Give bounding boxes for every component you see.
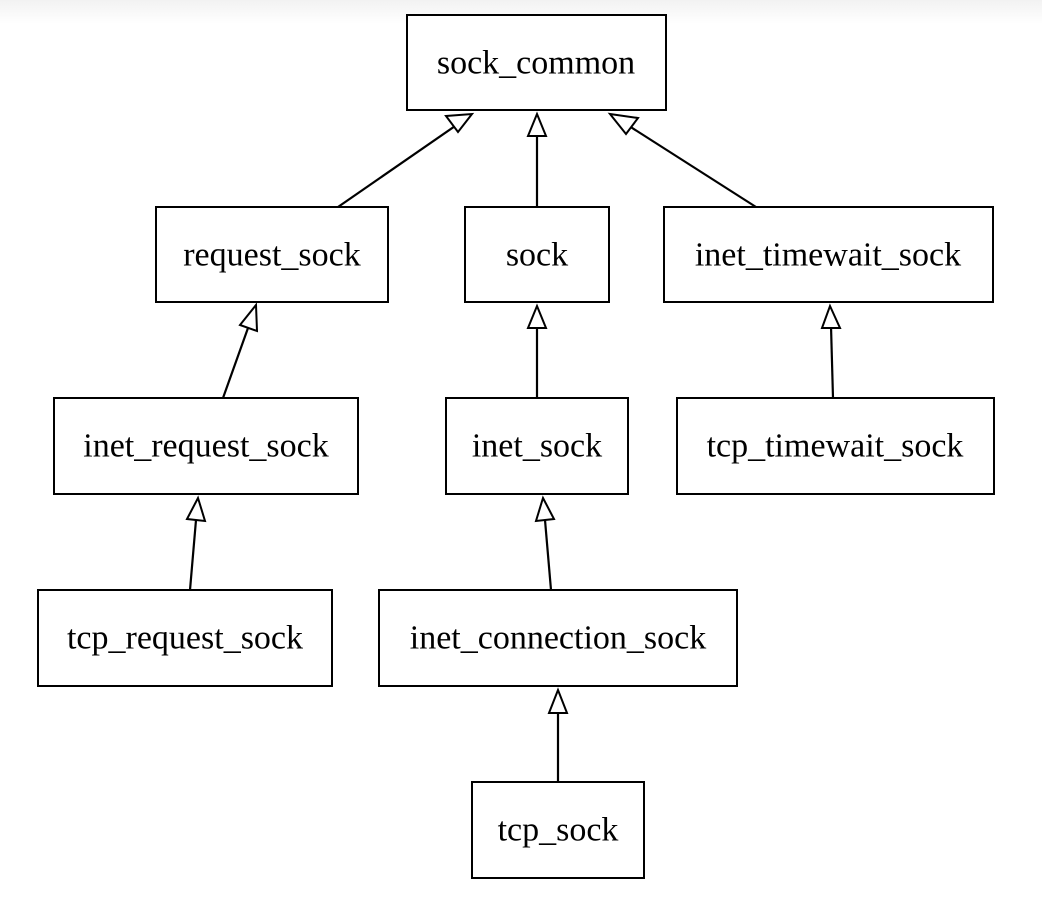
node-label: inet_connection_sock	[410, 620, 706, 657]
node-sock-common: sock_common	[406, 14, 667, 111]
node-inet-sock: inet_sock	[445, 397, 629, 495]
edge-line	[543, 519, 553, 591]
edge-tcp-request-sock-to-inet-request-sock	[185, 495, 207, 591]
edge-line	[829, 325, 835, 399]
node-box	[663, 206, 994, 303]
edge-line	[188, 519, 198, 591]
node-tcp-request-sock: tcp_request_sock	[37, 589, 333, 687]
node-sock: sock	[464, 206, 610, 303]
inheritance-arrow-icon	[526, 303, 548, 329]
node-label: tcp_timewait_sock	[707, 428, 964, 465]
node-label: tcp_sock	[498, 812, 619, 849]
edge-request-sock-to-sock-common	[337, 112, 475, 208]
node-box	[464, 206, 610, 303]
edge-inet-connection-sock-to-inet-sock	[534, 495, 556, 591]
inheritance-arrow-icon	[526, 111, 548, 137]
node-label: sock_common	[437, 45, 635, 82]
node-box	[53, 397, 359, 495]
node-box	[676, 397, 995, 495]
edge-inet-request-sock-to-request-sock	[221, 302, 259, 399]
edge-line	[625, 123, 757, 208]
inheritance-arrow-icon	[534, 495, 556, 523]
node-inet-timewait-sock: inet_timewait_sock	[663, 206, 994, 303]
node-request-sock: request_sock	[155, 206, 389, 303]
inheritance-arrow-icon	[547, 687, 569, 714]
node-label: inet_request_sock	[83, 428, 329, 465]
edge-tcp-timewait-sock-to-inet-timewait-sock	[820, 303, 842, 399]
node-inet-request-sock: inet_request_sock	[53, 397, 359, 495]
edge-sock-to-sock-common	[526, 111, 548, 207]
node-label: inet_sock	[472, 428, 602, 465]
inheritance-arrow-icon	[607, 112, 640, 136]
edge-inet-sock-to-sock	[526, 303, 548, 398]
node-tcp-timewait-sock: tcp_timewait_sock	[676, 397, 995, 495]
node-box	[406, 14, 667, 111]
node-box	[37, 589, 333, 687]
edge-line	[337, 123, 459, 208]
node-box	[378, 589, 738, 687]
inheritance-arrow-icon	[238, 302, 259, 333]
node-label: request_sock	[183, 237, 361, 274]
node-box	[155, 206, 389, 303]
node-label: tcp_request_sock	[67, 620, 303, 657]
inheritance-arrow-icon	[820, 303, 842, 329]
nodes: sock_common request_sock sock inet_timew…	[37, 14, 995, 879]
edges	[185, 111, 842, 782]
node-box	[445, 397, 629, 495]
inheritance-arrow-icon	[185, 495, 207, 523]
node-label: inet_timewait_sock	[695, 237, 961, 274]
node-inet-connection-sock: inet_connection_sock	[378, 589, 738, 687]
edge-inet-timewait-sock-to-sock-common	[607, 112, 757, 208]
node-box	[471, 781, 645, 879]
edge-line	[221, 327, 250, 399]
node-label: sock	[506, 237, 568, 274]
inheritance-arrow-icon	[444, 112, 475, 134]
edge-tcp-sock-to-inet-connection-sock	[547, 687, 569, 782]
node-tcp-sock: tcp_sock	[471, 781, 645, 879]
